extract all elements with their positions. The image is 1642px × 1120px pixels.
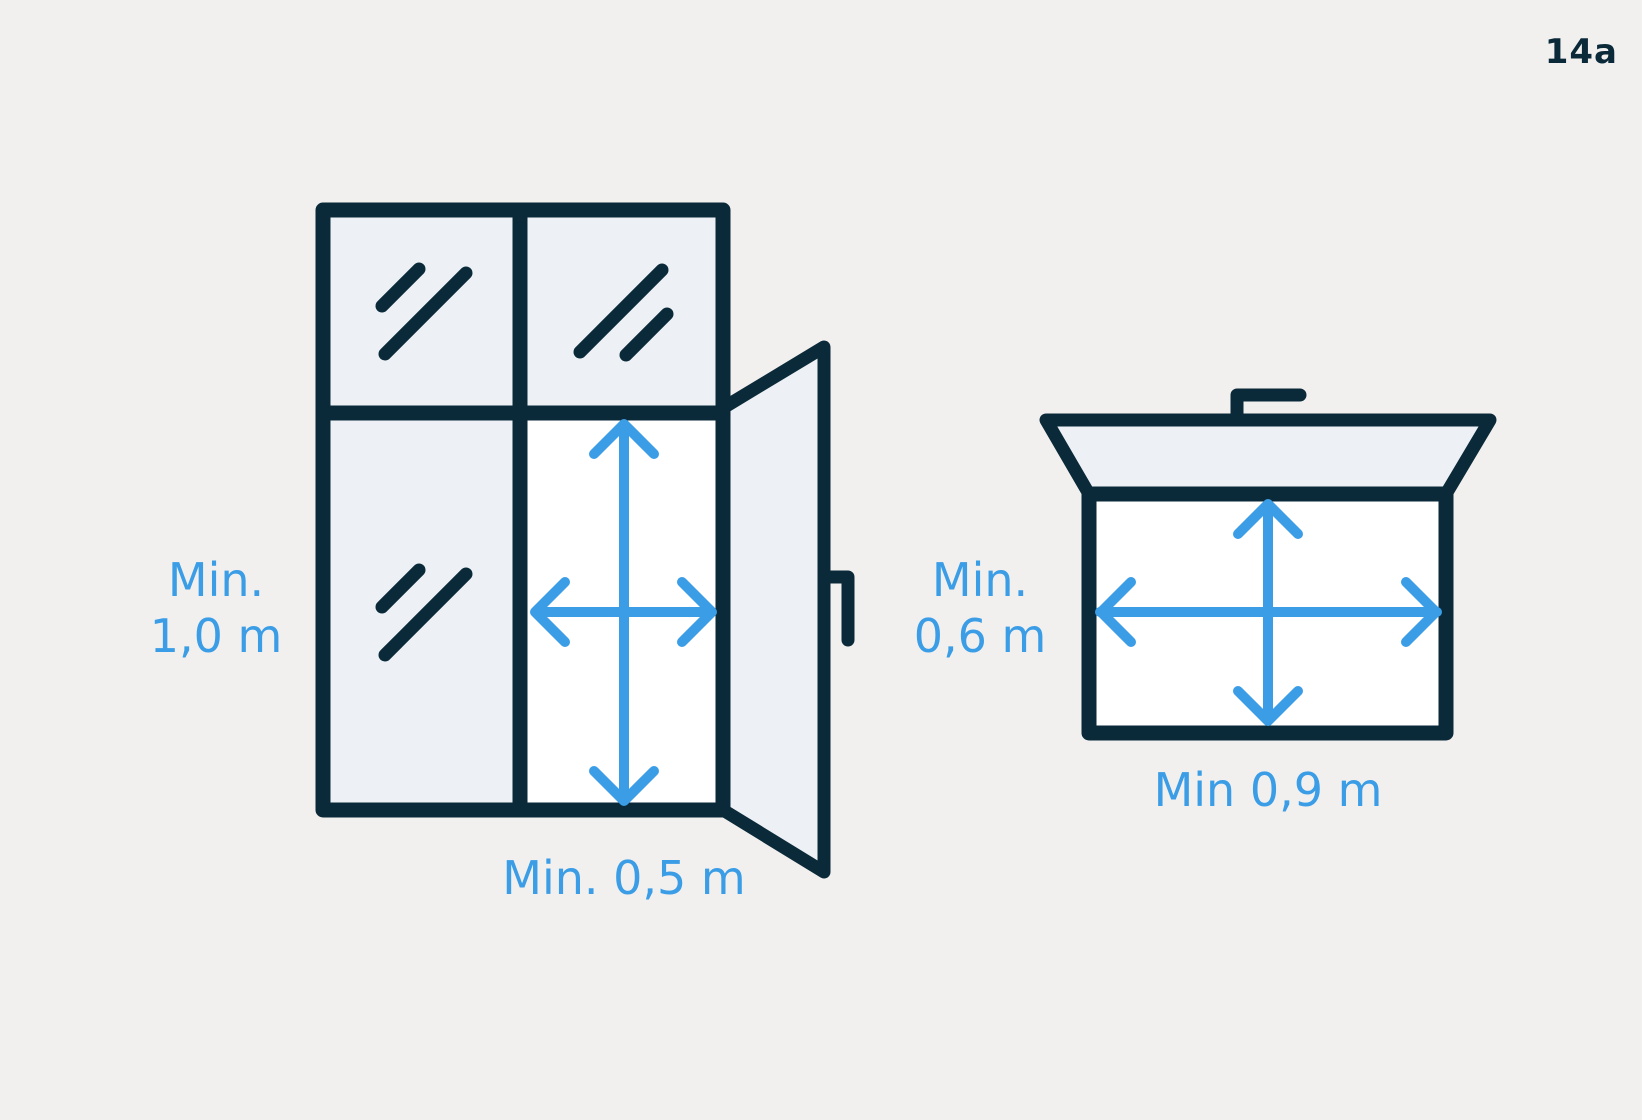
- roof-window: [1039, 388, 1497, 741]
- glass-reflection-icon: [573, 263, 674, 362]
- glass-reflection-icon: [375, 262, 473, 361]
- roof-window-width-label: Min 0,9 m: [1153, 763, 1383, 817]
- arrow-left-icon: [530, 577, 570, 647]
- arrow-up-icon: [1233, 499, 1303, 539]
- open-sash: [716, 340, 831, 879]
- height-label-line-2: 0,6 m: [913, 609, 1047, 663]
- height-label-line-1: Min.: [931, 553, 1029, 607]
- vertical-window: [315, 202, 855, 879]
- roof-window-handle: [1230, 388, 1307, 421]
- vertical-window-height-label: Min. 1,0 m: [136, 552, 296, 664]
- sash-handle: [820, 570, 855, 647]
- roof-window-height-label: Min. 0,6 m: [900, 552, 1060, 664]
- arrow-right-icon: [1401, 577, 1441, 647]
- roof-opening-dimension-arrows: [1095, 499, 1442, 726]
- arrow-left-icon: [1096, 577, 1136, 647]
- arrow-up-icon: [589, 419, 659, 459]
- arrow-right-icon: [677, 577, 717, 647]
- opening-dimension-arrows: [530, 419, 717, 806]
- height-label-line-1: Min.: [167, 553, 265, 607]
- figure-id: 14a: [1544, 32, 1618, 72]
- arrow-down-icon: [1233, 686, 1303, 726]
- height-label-line-2: 1,0 m: [149, 609, 283, 663]
- vertical-window-width-label: Min. 0,5 m: [502, 851, 746, 905]
- glass-reflection-icon: [375, 563, 473, 662]
- roof-window-sash: [1039, 413, 1497, 501]
- arrow-down-icon: [589, 766, 659, 806]
